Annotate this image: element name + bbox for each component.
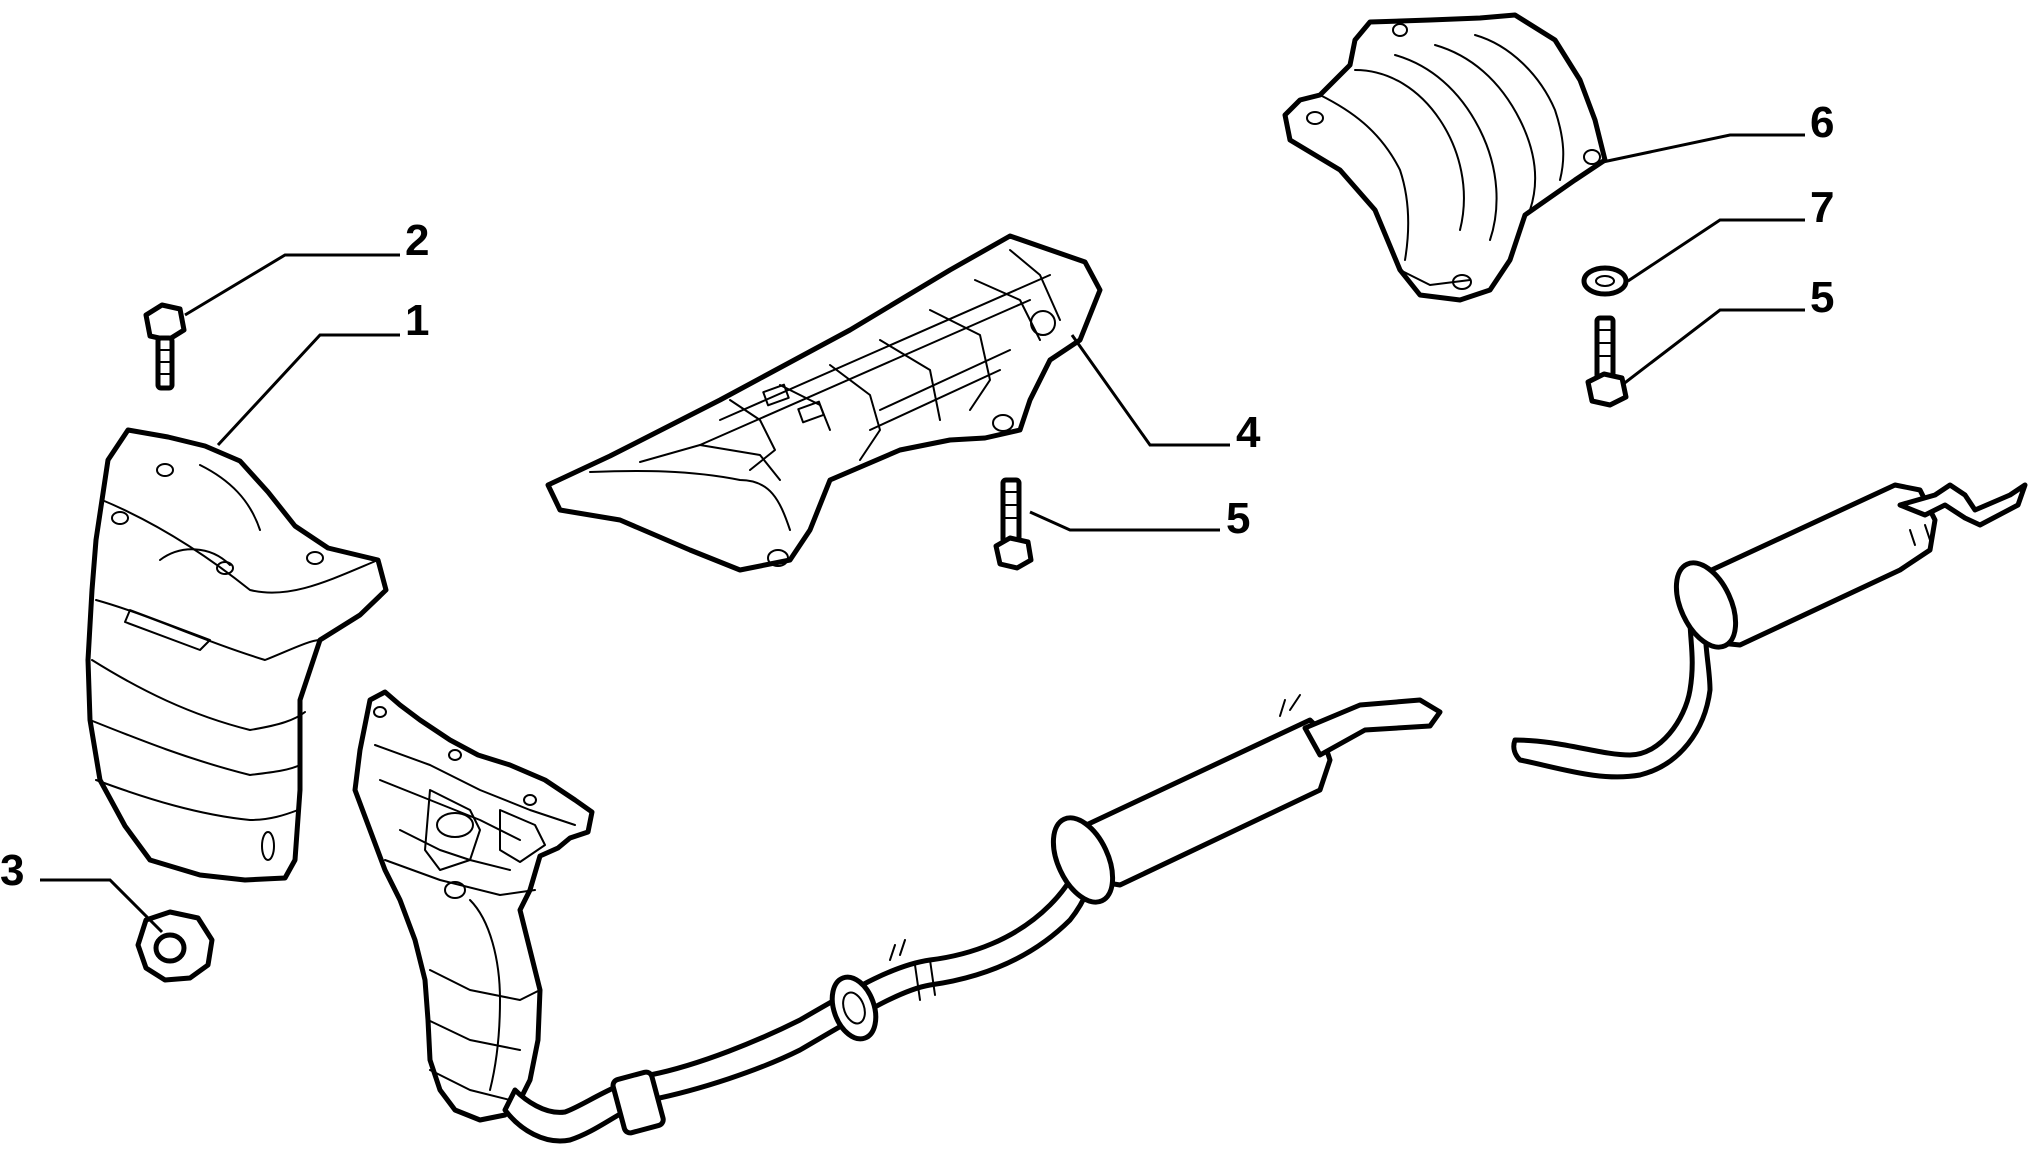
- part-3-flange-nut: [135, 909, 215, 983]
- part-4-central-heat-shield: [545, 233, 1103, 573]
- callout-3: 3: [0, 846, 24, 895]
- rear-muffler: [1511, 482, 2028, 780]
- callout-4: 4: [1236, 408, 1261, 457]
- callout-1: 1: [405, 296, 429, 345]
- part-1-manifold-heat-shield: [85, 427, 389, 883]
- part-7-washer: [1581, 265, 1629, 297]
- part-2-bolt: [143, 302, 187, 391]
- part-6-upper-heat-shield: [1282, 12, 1608, 303]
- exhaust-manifold-catalyst: [352, 689, 595, 1123]
- callout-6: 6: [1810, 98, 1834, 147]
- callout-5-center: 5: [1226, 494, 1250, 543]
- callouts: 2 1 3 4 5 6 7 5: [0, 98, 1834, 895]
- front-pipe-center-muffler: [502, 694, 1443, 1144]
- part-5-bolt-center: [993, 477, 1034, 571]
- callout-7: 7: [1810, 183, 1834, 232]
- leader-lines: [40, 133, 1805, 934]
- callout-5-right: 5: [1810, 273, 1834, 322]
- callout-2: 2: [405, 216, 429, 265]
- part-5-bolt-right: [1585, 315, 1629, 408]
